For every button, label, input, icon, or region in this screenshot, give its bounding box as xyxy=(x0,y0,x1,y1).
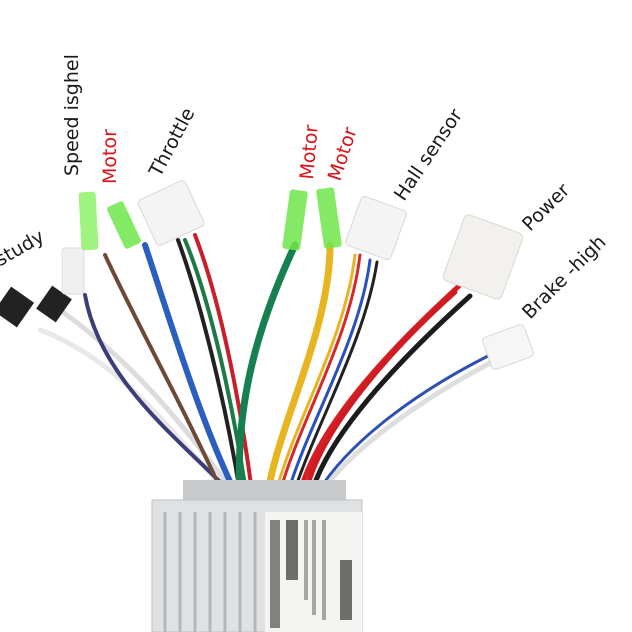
wire-green-motor xyxy=(235,241,299,496)
wire-white-left-2 xyxy=(57,307,233,491)
white-small-connector xyxy=(61,247,85,295)
wires xyxy=(37,233,495,496)
label-speed: Speed isghel xyxy=(61,54,83,176)
wire-brown xyxy=(103,253,224,494)
wire-black-throttle xyxy=(176,238,242,494)
wire-blue xyxy=(142,242,238,495)
controller-housing xyxy=(151,480,363,632)
wire-hall-red xyxy=(278,253,362,494)
wire-hall-black xyxy=(292,260,379,494)
label-motor-1: Motor xyxy=(99,129,121,184)
green-speed-connector xyxy=(78,191,99,251)
left-black-connector-2 xyxy=(36,285,72,323)
label-motor-3: Motor xyxy=(324,124,362,183)
label-power: Power xyxy=(518,179,574,235)
wire-brake-white xyxy=(319,359,495,495)
labels: Speed isghel Motor Throttle Motor Motor … xyxy=(0,54,610,323)
label-study: -study xyxy=(0,225,48,274)
wire-power-black xyxy=(309,293,473,495)
label-hall-sensor: Hall sensor xyxy=(390,105,467,205)
wire-hall-blue xyxy=(286,258,372,494)
wire-brake-blue xyxy=(316,353,492,494)
connectors xyxy=(0,180,534,370)
green-motor-connector-2 xyxy=(282,189,308,251)
cooling-fins xyxy=(163,512,257,632)
green-motor-connector-1 xyxy=(107,201,141,249)
white-hall-connector xyxy=(345,195,407,261)
wire-red-throttle xyxy=(193,233,254,494)
label-throttle: Throttle xyxy=(145,104,200,181)
wire-yellow-motor xyxy=(264,241,334,496)
wire-white-left xyxy=(37,327,228,493)
label-brake-high: Brake -high xyxy=(518,231,611,324)
white-throttle-connector xyxy=(137,180,205,246)
white-brake-connector xyxy=(482,324,534,370)
green-motor-connector-3 xyxy=(316,187,342,249)
wire-power-red-2 xyxy=(303,289,458,495)
wire-navy xyxy=(83,293,230,492)
label-motor-2: Motor xyxy=(296,124,323,181)
label-plate-text-marks xyxy=(270,520,352,628)
wire-hall-yellow xyxy=(274,253,357,494)
white-power-connector xyxy=(442,214,524,300)
left-black-connector xyxy=(0,286,35,328)
